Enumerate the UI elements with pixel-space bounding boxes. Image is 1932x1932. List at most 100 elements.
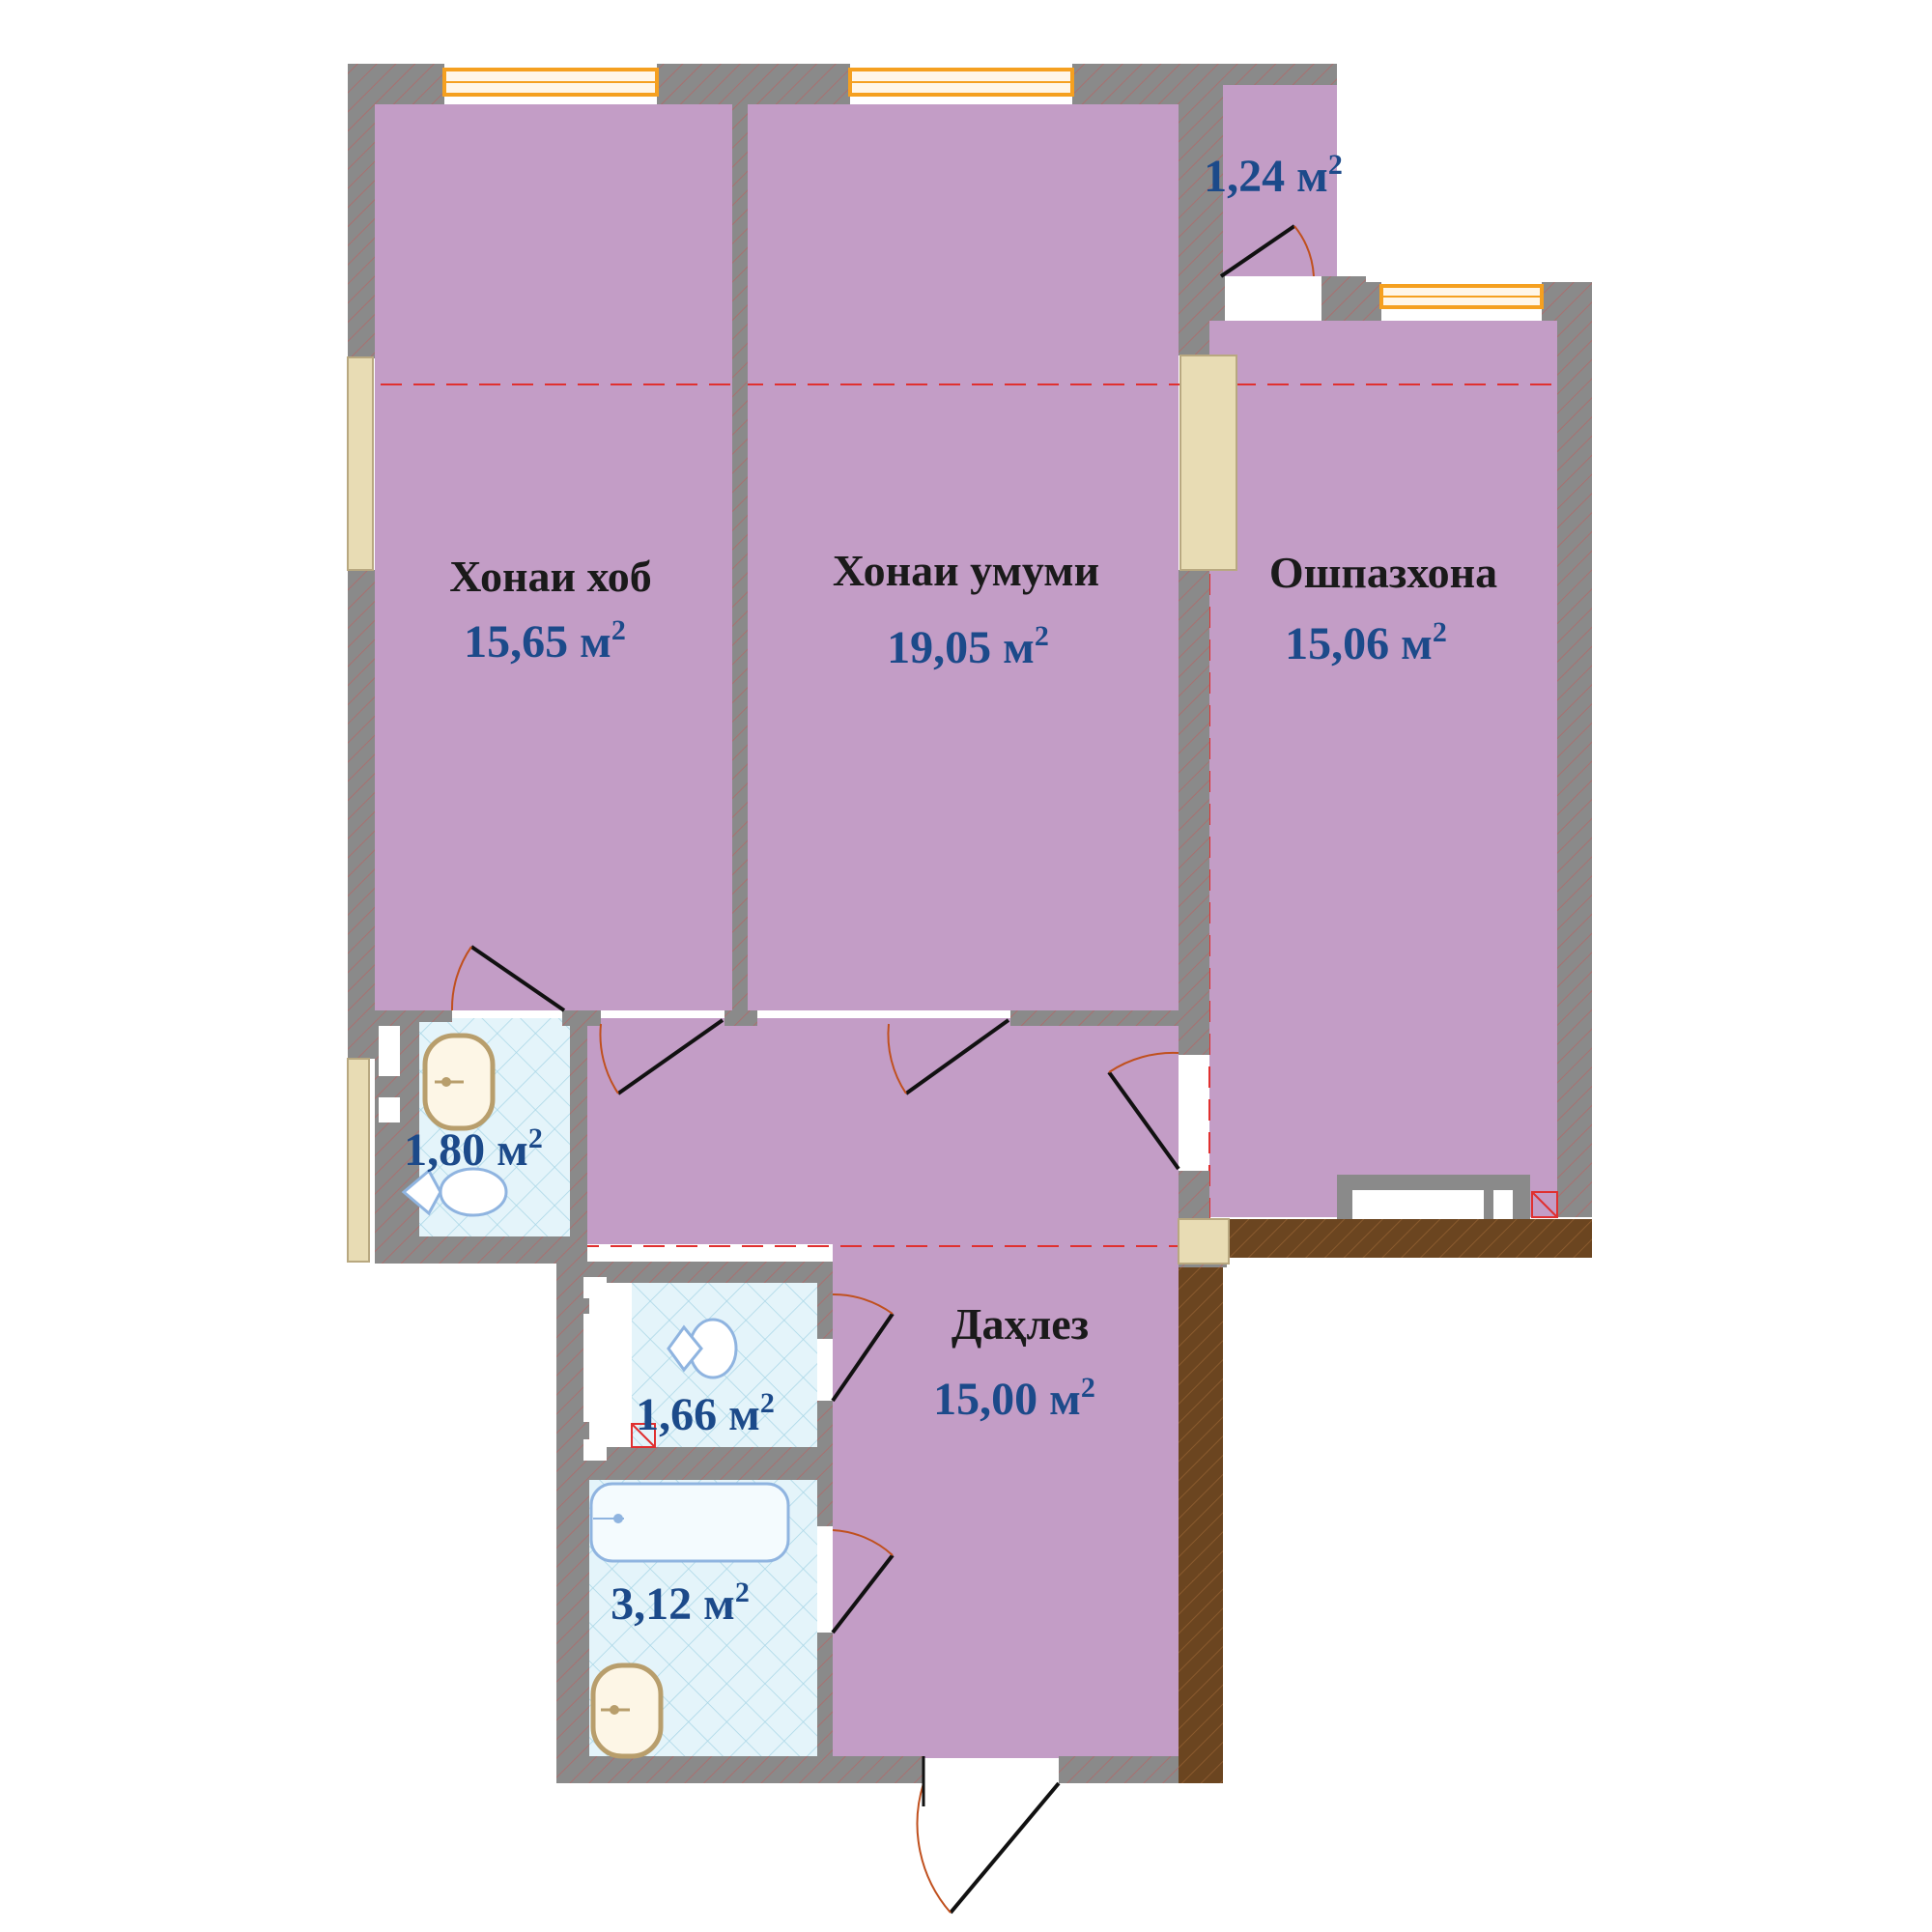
wall-segment bbox=[1179, 1005, 1209, 1055]
wall-columns bbox=[347, 355, 1237, 1264]
wall-segment bbox=[1366, 282, 1381, 321]
window-frames bbox=[444, 81, 1542, 298]
riser-icon bbox=[631, 1423, 656, 1448]
bathtub-icon-outer bbox=[589, 1482, 790, 1563]
room-name-kitchen: Ошпазхона bbox=[1269, 548, 1497, 597]
radiator-icon-slot bbox=[1493, 1190, 1513, 1219]
door-arc bbox=[887, 1023, 907, 1094]
wall-niche bbox=[379, 1026, 400, 1076]
room-area-balcony: 1,24 м2 bbox=[1204, 149, 1343, 202]
door-leaf[interactable] bbox=[1107, 1070, 1180, 1171]
bedroom-floor bbox=[375, 104, 732, 1010]
wall-segment bbox=[732, 104, 748, 1018]
doors bbox=[450, 224, 1315, 1915]
area-unit-sup: 2 bbox=[528, 1122, 543, 1154]
area-unit-sup: 2 bbox=[1328, 149, 1343, 181]
wall-segment bbox=[589, 1447, 817, 1480]
area-unit-sup: 2 bbox=[1433, 616, 1447, 648]
door-arc bbox=[599, 1023, 619, 1094]
room-area-living: 19,05 м2 bbox=[887, 620, 1049, 673]
door-arc bbox=[1293, 225, 1315, 277]
wall-segment bbox=[817, 1633, 833, 1783]
sink-icon-drain bbox=[441, 1077, 451, 1087]
fixtures bbox=[379, 1026, 1558, 1759]
wall-segment bbox=[1557, 321, 1592, 1217]
room-name-bedroom: Хонаи хоб bbox=[449, 552, 652, 601]
area-unit-sup: 2 bbox=[1081, 1372, 1095, 1404]
area-unit: м bbox=[1049, 1374, 1081, 1425]
sink-icon bbox=[590, 1662, 664, 1759]
wall-segment bbox=[1209, 64, 1223, 286]
room-name-living: Хонаи умуми bbox=[833, 546, 1099, 595]
wall-segment bbox=[817, 1262, 833, 1339]
radiator-icon-inner bbox=[1352, 1190, 1484, 1219]
door-leaf[interactable] bbox=[1219, 224, 1296, 278]
toilet-icon bbox=[667, 1318, 738, 1379]
hallway-floor bbox=[583, 1018, 1179, 1758]
wall-segment bbox=[657, 64, 850, 104]
wall-segment bbox=[1059, 1756, 1179, 1783]
area-unit-sup: 2 bbox=[760, 1387, 775, 1419]
wall-segment bbox=[1179, 104, 1209, 355]
area-value: 15,06 bbox=[1285, 618, 1389, 669]
door-leaf[interactable] bbox=[831, 1553, 895, 1634]
area-unit: м bbox=[1401, 618, 1433, 669]
column-left-bottom bbox=[347, 1058, 370, 1263]
outer-wall-dark-vertical bbox=[1179, 1267, 1223, 1783]
door-arc bbox=[1108, 1051, 1179, 1073]
door-leaf[interactable] bbox=[831, 1312, 895, 1403]
area-value: 15,00 bbox=[933, 1374, 1037, 1425]
area-unit: м bbox=[497, 1124, 528, 1176]
bathtub-icon-drain bbox=[613, 1514, 623, 1523]
area-unit-sup: 2 bbox=[735, 1577, 750, 1608]
wall-segment bbox=[348, 570, 375, 1022]
door-leaf[interactable] bbox=[469, 945, 566, 1012]
wall-segment bbox=[1179, 570, 1209, 1005]
area-value: 3,12 bbox=[611, 1578, 692, 1630]
outer-wall-dark-horizontal bbox=[1227, 1219, 1592, 1258]
area-unit: м bbox=[728, 1389, 760, 1440]
wall-niche bbox=[583, 1314, 607, 1422]
room-area-bedroom: 15,65 м2 bbox=[464, 614, 626, 668]
toilet-icon-bowl bbox=[439, 1167, 508, 1217]
room-name-hallway: Даҳлез bbox=[952, 1299, 1089, 1349]
outer-walls-dark bbox=[1179, 1219, 1592, 1783]
wall-segment bbox=[1209, 276, 1225, 321]
wall-niche bbox=[583, 1439, 607, 1461]
toilet-icon bbox=[401, 1167, 508, 1217]
toilet-icon-tank bbox=[667, 1324, 703, 1373]
door-arc bbox=[832, 1293, 894, 1315]
wall-segment bbox=[375, 1236, 587, 1264]
area-value: 1,66 bbox=[636, 1389, 717, 1440]
wall-segment bbox=[348, 1022, 375, 1059]
room-area-wc1: 1,80 м2 bbox=[404, 1122, 543, 1176]
door-leaf[interactable] bbox=[904, 1018, 1010, 1095]
sink-icon bbox=[422, 1033, 496, 1131]
area-unit-sup: 2 bbox=[1035, 620, 1049, 652]
wall-segment bbox=[1321, 276, 1366, 321]
area-unit: м bbox=[580, 616, 611, 668]
wall-segment bbox=[589, 1262, 831, 1283]
room-labels: Хонаи хоб 15,65 м2 Хонаи умуми 19,05 м2 … bbox=[404, 149, 1497, 1630]
wall-segment bbox=[348, 64, 375, 358]
riser-icon-diagonal bbox=[631, 1423, 656, 1448]
door-arc bbox=[832, 1529, 894, 1556]
living-floor bbox=[748, 104, 1179, 1010]
area-unit: м bbox=[703, 1578, 735, 1630]
door-arc bbox=[916, 1782, 952, 1914]
riser-icon bbox=[1531, 1191, 1558, 1218]
wall-segment bbox=[724, 1010, 757, 1026]
door-arc bbox=[450, 946, 472, 1011]
room-area-wc2: 1,66 м2 bbox=[636, 1387, 775, 1440]
area-unit: м bbox=[1296, 151, 1328, 202]
door-leaf[interactable] bbox=[949, 1781, 1061, 1915]
toilet-icon-tank bbox=[401, 1168, 442, 1216]
wall-segment bbox=[1010, 1010, 1184, 1026]
balcony-floor bbox=[1209, 83, 1337, 276]
door-leaf[interactable] bbox=[616, 1018, 724, 1095]
column-corner bbox=[1178, 1218, 1230, 1264]
kitchen-floor bbox=[1209, 321, 1557, 1217]
area-value: 1,80 bbox=[404, 1124, 485, 1176]
bathtub-icon bbox=[589, 1482, 790, 1563]
